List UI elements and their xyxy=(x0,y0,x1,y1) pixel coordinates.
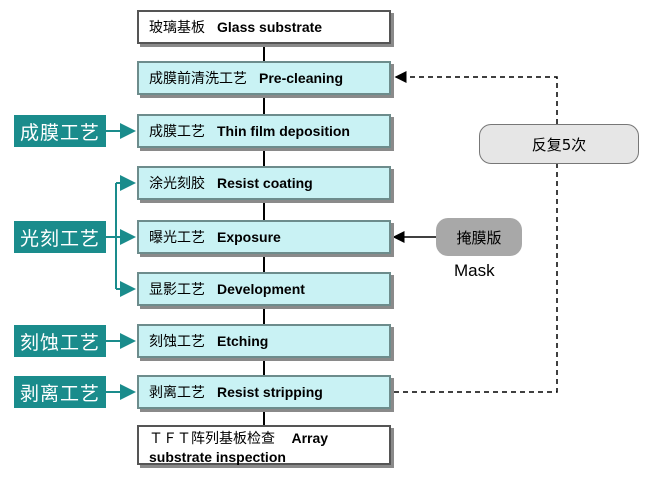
step-en-label: Thin film deposition xyxy=(217,123,350,139)
step-en-label: Development xyxy=(217,281,305,297)
step-en-label: Glass substrate xyxy=(217,19,323,35)
step-array-inspection: ＴＦＴ阵列基板检查 Array substrate inspection xyxy=(137,425,391,465)
repeat-loop-upper xyxy=(394,71,558,124)
step-development: 显影工艺 Development xyxy=(137,272,391,306)
step-zh-label: 曝光工艺 xyxy=(149,230,205,246)
step-glass-substrate: 玻璃基板 Glass substrate xyxy=(137,10,391,44)
step-zh-label: 成膜前清洗工艺 xyxy=(149,71,247,87)
step-exposure: 曝光工艺 Exposure xyxy=(137,220,391,254)
step-zh-label: 玻璃基板 xyxy=(149,20,205,36)
step-en-label: Exposure xyxy=(217,229,281,245)
step-en-label: Resist coating xyxy=(217,175,313,191)
step-en-label: Etching xyxy=(217,333,269,349)
step-en-label: Array substrate inspection xyxy=(149,430,329,465)
repeat-count-label: 反复5次 xyxy=(479,124,639,164)
step-zh-label: 成膜工艺 xyxy=(149,124,205,140)
step-zh-label: 涂光刻胶 xyxy=(149,176,205,192)
mask-box: 掩膜版 xyxy=(436,218,522,256)
step-en-label: Pre-cleaning xyxy=(259,70,344,86)
step-zh-label: 剥离工艺 xyxy=(149,385,205,401)
step-zh-label: 显影工艺 xyxy=(149,282,205,298)
mask-label: Mask xyxy=(454,261,495,280)
category-etching: 刻蚀工艺 xyxy=(14,325,106,357)
step-pre-cleaning: 成膜前清洗工艺 Pre-cleaning xyxy=(137,61,391,95)
step-zh-label: ＴＦＴ阵列基板检查 xyxy=(149,431,275,447)
step-en-label: Resist stripping xyxy=(217,384,323,400)
step-resist-coating: 涂光刻胶 Resist coating xyxy=(137,166,391,200)
category-lithography: 光刻工艺 xyxy=(14,221,106,253)
repeat-loop-lower xyxy=(394,164,558,393)
step-thin-film-deposition: 成膜工艺 Thin film deposition xyxy=(137,114,391,148)
step-zh-label: 刻蚀工艺 xyxy=(149,334,205,350)
step-resist-stripping: 剥离工艺 Resist stripping xyxy=(137,375,391,409)
step-etching: 刻蚀工艺 Etching xyxy=(137,324,391,358)
category-film-deposition: 成膜工艺 xyxy=(14,115,106,147)
category-stripping: 剥离工艺 xyxy=(14,376,106,408)
